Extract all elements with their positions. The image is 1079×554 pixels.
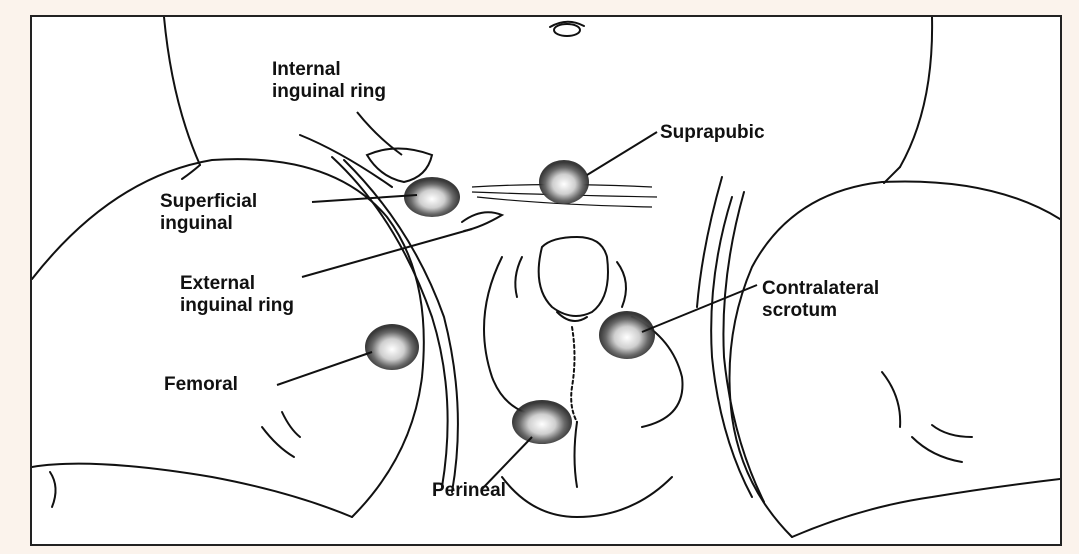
foreskin-folds: [515, 257, 626, 307]
leader-external-ring: [302, 229, 472, 277]
label-line-2: inguinal ring: [272, 81, 386, 103]
label-line-1: Internal: [272, 59, 386, 81]
left-flank-line: [164, 17, 200, 165]
label-external-inguinal-ring: External inguinal ring: [180, 273, 294, 317]
left-skin-folds: [262, 412, 300, 457]
label-internal-inguinal-ring: Internal inguinal ring: [272, 59, 386, 103]
perineal-mass: [512, 400, 572, 444]
label-line-2: inguinal ring: [180, 295, 294, 317]
buttock-curve: [502, 477, 672, 517]
contralateral-scrotum-mass: [599, 311, 655, 359]
right-skin-folds: [912, 425, 972, 462]
penis-outline: [539, 237, 608, 316]
label-perineal: Perineal: [432, 480, 506, 502]
label-line-2: scrotum: [762, 300, 879, 322]
left-knee-fold: [50, 472, 56, 507]
right-groin-line-2: [723, 192, 764, 502]
superficial-inguinal-mass: [404, 177, 460, 217]
label-line-2: inguinal: [160, 213, 257, 235]
leader-suprapubic: [587, 132, 657, 175]
label-femoral: Femoral: [164, 374, 238, 396]
label-line-1: Superficial: [160, 191, 257, 213]
diagram-frame: Internal inguinal ring Suprapubic Superf…: [30, 15, 1062, 546]
label-line-1: External: [180, 273, 294, 295]
leader-contralateral-scrotum: [642, 285, 757, 332]
right-thigh-outline: [730, 181, 1061, 537]
leader-femoral: [277, 352, 372, 385]
right-flank-line: [900, 17, 932, 167]
perineal-raphe: [575, 422, 578, 487]
right-lower-outline: [792, 479, 1060, 537]
label-contralateral-scrotum: Contralateral scrotum: [762, 278, 879, 322]
femoral-mass: [365, 324, 419, 370]
right-groin-line-3: [697, 177, 722, 307]
label-line-1: Contralateral: [762, 278, 879, 300]
label-suprapubic: Suprapubic: [660, 122, 765, 144]
navel: [554, 24, 580, 36]
scrotal-raphe: [571, 327, 577, 422]
label-superficial-inguinal: Superficial inguinal: [160, 191, 257, 235]
right-thigh-fold: [882, 372, 900, 427]
suprapubic-mass: [539, 160, 589, 204]
left-lower-outline: [32, 464, 352, 517]
external-ring-slit: [462, 212, 502, 231]
